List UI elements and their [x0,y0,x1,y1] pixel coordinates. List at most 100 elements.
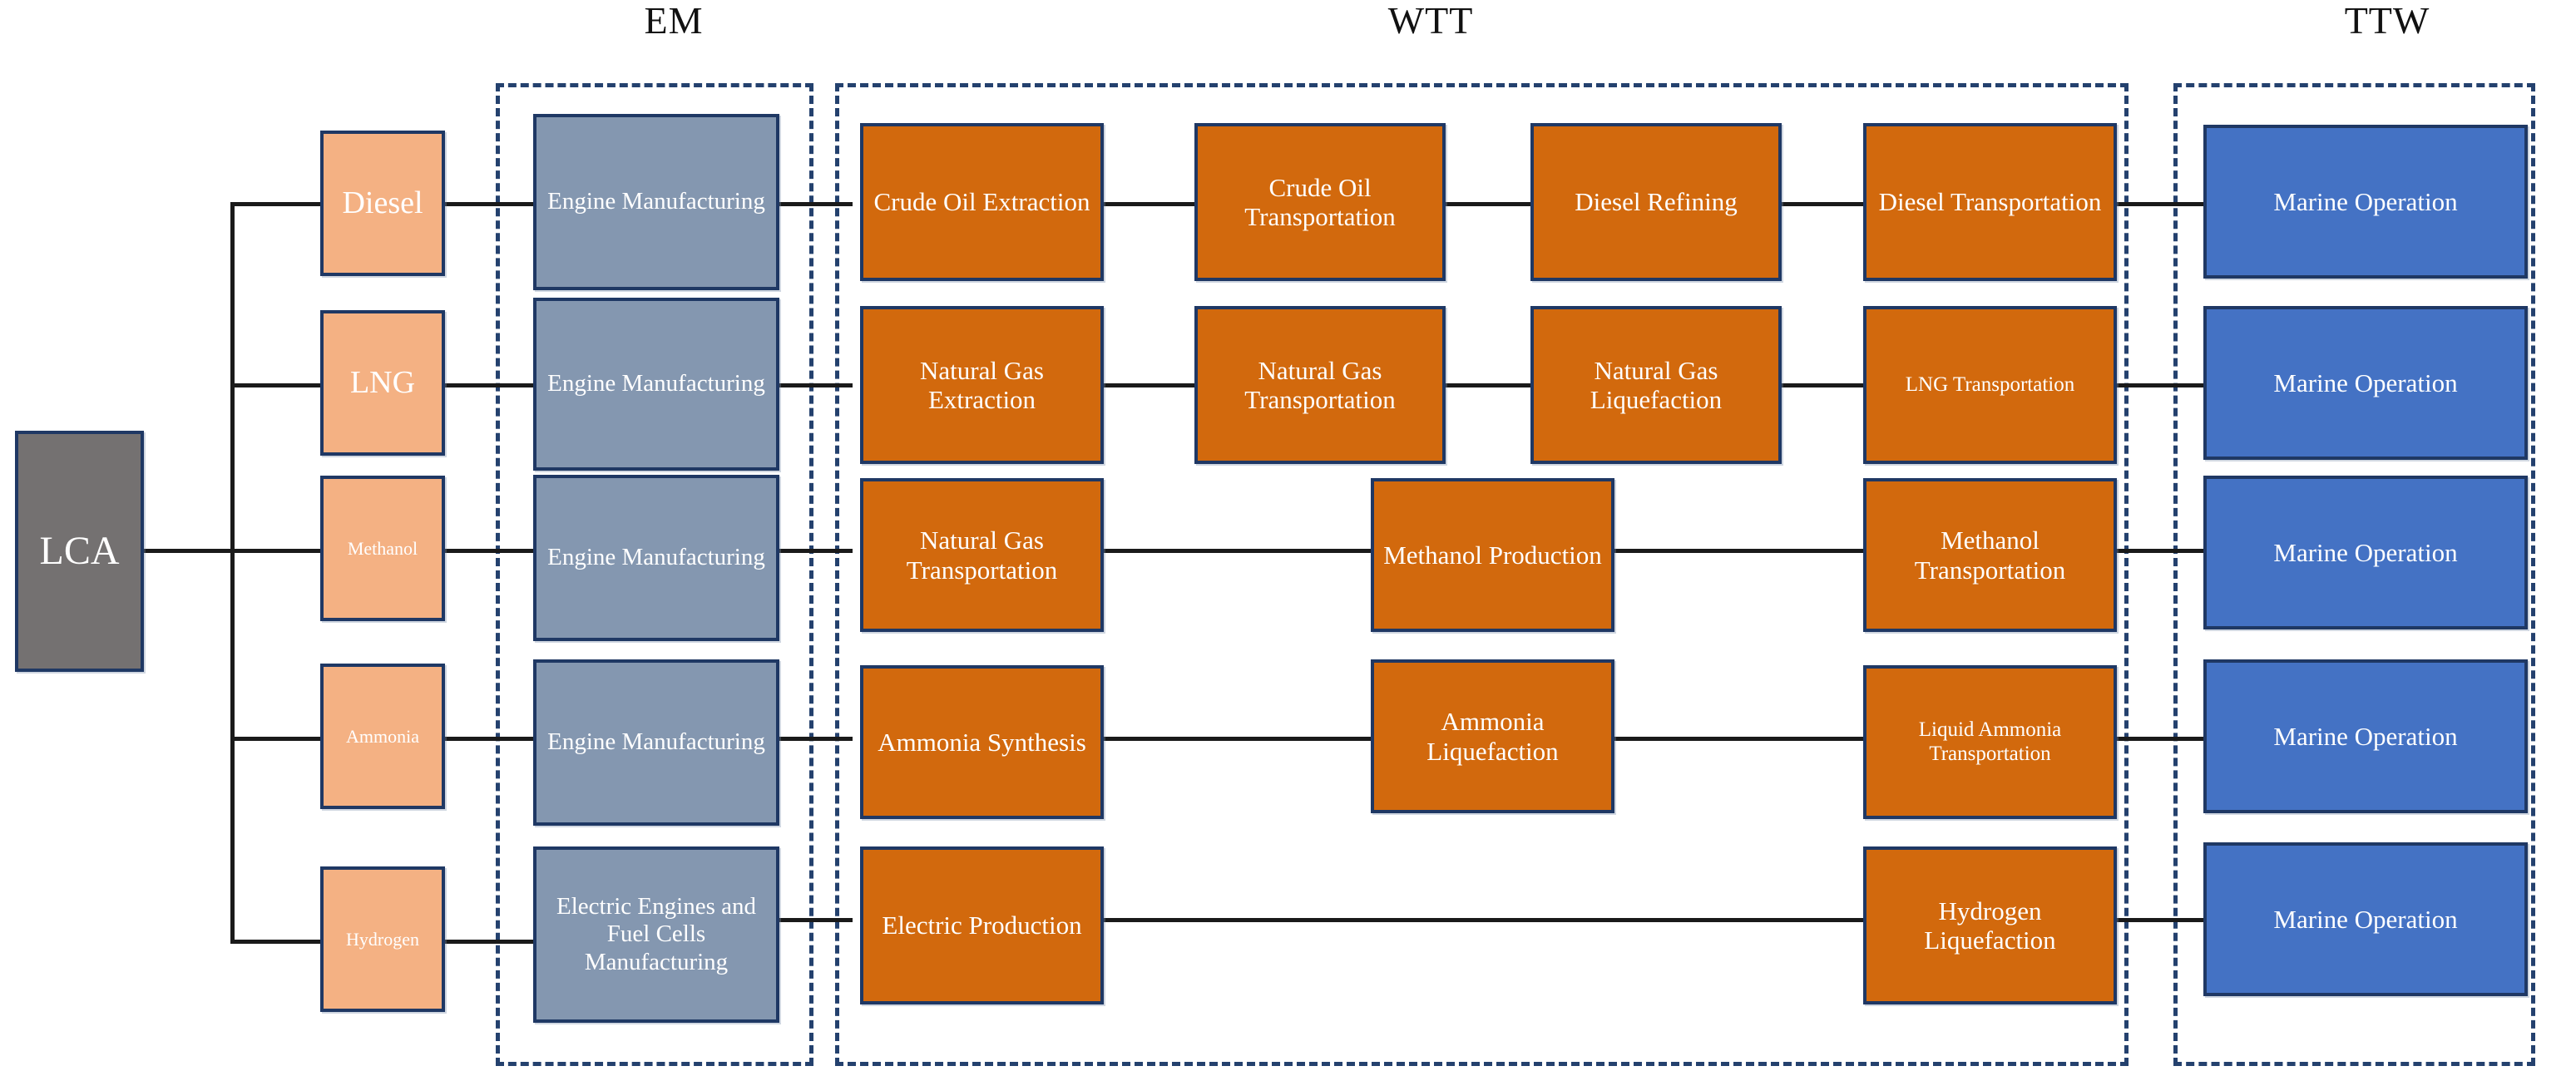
connector-trunk-hydrogen [230,940,320,944]
node-wtt-r1-c3[interactable]: Diesel Refining [1530,123,1782,281]
node-wtt-r4-c1-label: Ammonia Synthesis [878,727,1086,757]
connector-lca-trunk [143,549,235,553]
node-wtt-r2-c1[interactable]: Natural Gas Extraction [860,306,1104,464]
node-wtt-r4-c1[interactable]: Ammonia Synthesis [860,665,1104,819]
connector-trunk-diesel [230,202,320,206]
connector-wtt-r1-3 [1782,202,1865,206]
node-wtt-r1-c1-label: Crude Oil Extraction [873,187,1090,217]
stage-header-em: EM [644,0,704,42]
node-fuel-hydrogen[interactable]: Hydrogen [320,866,445,1012]
node-wtt-r5-c1[interactable]: Electric Production [860,846,1104,1004]
connector-wtt-ttw-3 [2117,549,2250,553]
connector-wtt-r4-2 [1614,737,1865,741]
node-ttw-1[interactable]: Marine Operation [2203,125,2528,279]
connector-trunk-lng [230,383,320,387]
zone-ttw [2173,83,2535,1066]
node-em-1-label: Engine Manufacturing [547,188,765,215]
node-ttw-1-label: Marine Operation [2273,186,2458,216]
node-ttw-2-label: Marine Operation [2273,368,2458,397]
node-wtt-r3-c3[interactable]: Methanol Transportation [1863,478,2117,632]
node-wtt-r2-c3-label: Natural Gas Liquefaction [1590,355,1723,414]
node-wtt-r2-c4-label: LNG Transportation [1905,373,2075,396]
node-wtt-r4-c3[interactable]: Liquid Ammonia Transportation [1863,665,2117,819]
connector-em-wtt-3 [778,549,853,553]
node-fuel-diesel-label: Diesel [342,185,423,220]
node-em-4-label: Engine Manufacturing [547,728,765,756]
connector-wtt-ttw-5 [2117,918,2250,922]
node-wtt-r5-c2[interactable]: Hydrogen Liquefaction [1863,846,2117,1004]
connector-wtt-ttw-1 [2117,202,2250,206]
node-wtt-r2-c4[interactable]: LNG Transportation [1863,306,2117,464]
node-em-5[interactable]: Electric Engines and Fuel Cells Manufact… [533,846,779,1023]
connector-wtt-r4-1 [1102,737,1372,741]
stage-header-wtt: WTT [1387,0,1474,42]
node-wtt-r3-c3-label: Methanol Transportation [1914,526,2066,585]
node-wtt-r2-c1-label: Natural Gas Extraction [920,355,1044,414]
node-wtt-r4-c2-label: Ammonia Liquefaction [1426,707,1559,766]
node-wtt-r1-c3-label: Diesel Refining [1575,187,1738,217]
connector-trunk-vertical [230,202,235,942]
connector-wtt-ttw-4 [2117,737,2250,741]
node-lca-root[interactable]: LCA [15,431,144,672]
node-ttw-3-label: Marine Operation [2273,537,2458,567]
node-fuel-ammonia[interactable]: Ammonia [320,664,445,809]
node-fuel-diesel[interactable]: Diesel [320,131,445,276]
connector-fuel-em-4 [443,737,535,741]
connector-em-wtt-1 [778,202,853,206]
node-wtt-r2-c2[interactable]: Natural Gas Transportation [1194,306,1446,464]
node-wtt-r3-c2-label: Methanol Production [1383,540,1602,570]
connector-fuel-em-2 [443,383,535,387]
node-wtt-r4-c2[interactable]: Ammonia Liquefaction [1371,659,1614,813]
node-ttw-3[interactable]: Marine Operation [2203,476,2528,629]
connector-em-wtt-4 [778,737,853,741]
node-lca-root-label: LCA [39,528,120,573]
connector-wtt-r3-2 [1614,549,1865,553]
connector-wtt-r3-1 [1102,549,1372,553]
stage-header-ttw: TTW [2344,0,2430,42]
connector-em-wtt-5 [778,918,853,922]
node-em-1[interactable]: Engine Manufacturing [533,114,779,290]
node-wtt-r2-c2-label: Natural Gas Transportation [1244,355,1396,414]
zone-em [496,83,813,1066]
node-ttw-2[interactable]: Marine Operation [2203,306,2528,460]
zone-wtt [835,83,2129,1066]
connector-wtt-r2-2 [1446,383,1537,387]
node-wtt-r3-c2[interactable]: Methanol Production [1371,478,1614,632]
node-fuel-lng-label: LNG [349,364,416,400]
node-fuel-hydrogen-label: Hydrogen [346,928,419,950]
node-fuel-lng[interactable]: LNG [320,310,445,456]
node-wtt-r2-c3[interactable]: Natural Gas Liquefaction [1530,306,1782,464]
connector-wtt-ttw-2 [2117,383,2250,387]
node-wtt-r3-c1[interactable]: Natural Gas Transportation [860,478,1104,632]
node-fuel-ammonia-label: Ammonia [346,725,419,747]
node-wtt-r5-c2-label: Hydrogen Liquefaction [1924,896,2056,955]
connector-wtt-r5-1 [1102,918,1866,922]
node-ttw-4[interactable]: Marine Operation [2203,659,2528,813]
node-em-2-label: Engine Manufacturing [547,370,765,397]
connector-fuel-em-5 [443,940,535,944]
node-ttw-5[interactable]: Marine Operation [2203,842,2528,996]
node-em-2[interactable]: Engine Manufacturing [533,298,779,471]
connector-wtt-r2-3 [1782,383,1865,387]
node-wtt-r1-c2-label: Crude Oil Transportation [1244,172,1396,231]
node-wtt-r1-c2[interactable]: Crude Oil Transportation [1194,123,1446,281]
node-fuel-methanol-label: Methanol [347,537,418,559]
node-fuel-methanol[interactable]: Methanol [320,476,445,621]
connector-fuel-em-1 [443,202,535,206]
node-wtt-r1-c4-label: Diesel Transportation [1878,187,2102,217]
node-wtt-r4-c3-label: Liquid Ammonia Transportation [1918,718,2062,765]
connector-em-wtt-2 [778,383,853,387]
node-em-4[interactable]: Engine Manufacturing [533,659,779,826]
connector-fuel-em-3 [443,549,535,553]
node-ttw-5-label: Marine Operation [2273,904,2458,934]
node-wtt-r1-c4[interactable]: Diesel Transportation [1863,123,2117,281]
node-wtt-r1-c1[interactable]: Crude Oil Extraction [860,123,1104,281]
node-em-5-label: Electric Engines and Fuel Cells Manufact… [556,893,756,975]
node-wtt-r3-c1-label: Natural Gas Transportation [906,526,1058,585]
node-em-3-label: Engine Manufacturing [547,544,765,571]
connector-trunk-methanol [230,549,320,553]
node-em-3[interactable]: Engine Manufacturing [533,475,779,641]
node-wtt-r5-c1-label: Electric Production [882,911,1082,940]
connector-wtt-r2-1 [1102,383,1202,387]
